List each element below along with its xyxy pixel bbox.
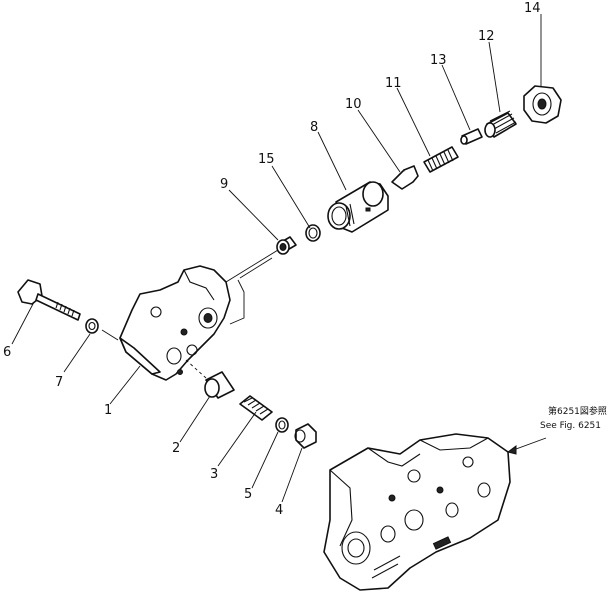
label-2: 2 bbox=[172, 441, 180, 456]
label-7: 7 bbox=[55, 375, 63, 390]
assembly-guide-lines bbox=[225, 249, 279, 325]
part-5-o-ring bbox=[275, 417, 289, 433]
part-2-spool bbox=[204, 371, 235, 399]
reference-text-japanese: 第6251図参照 bbox=[548, 405, 607, 417]
part-9-fitting bbox=[276, 236, 297, 255]
washer-guide-line bbox=[101, 329, 119, 341]
part-1-housing bbox=[119, 265, 231, 381]
label-5: 5 bbox=[244, 487, 252, 502]
label-1: 1 bbox=[104, 403, 112, 418]
part-6-bolt bbox=[17, 279, 81, 321]
part-labels: 1 2 3 4 5 6 7 8 9 10 11 12 13 14 15 bbox=[3, 1, 541, 518]
part-14-nut bbox=[523, 85, 562, 124]
center-line bbox=[185, 359, 207, 379]
label-4: 4 bbox=[275, 503, 283, 518]
reference-valve-block bbox=[323, 433, 511, 591]
part-7-washer bbox=[85, 318, 99, 334]
part-3-spring bbox=[239, 395, 273, 421]
label-11: 11 bbox=[385, 76, 402, 91]
part-10-poppet bbox=[391, 165, 419, 190]
label-14: 14 bbox=[524, 1, 541, 16]
reference-text-english: See Fig. 6251 bbox=[540, 421, 601, 431]
part-11-spring bbox=[423, 146, 459, 173]
part-8-valve-body bbox=[327, 181, 389, 233]
label-9: 9 bbox=[220, 177, 228, 192]
reference-arrow-icon bbox=[506, 445, 517, 455]
label-8: 8 bbox=[310, 120, 318, 135]
part-15-o-ring bbox=[305, 224, 321, 242]
leader-lines bbox=[11, 14, 542, 503]
label-3: 3 bbox=[210, 467, 218, 482]
part-13-pin bbox=[460, 128, 483, 145]
label-12: 12 bbox=[478, 29, 495, 44]
label-15: 15 bbox=[258, 152, 275, 167]
label-10: 10 bbox=[345, 97, 362, 112]
label-13: 13 bbox=[430, 53, 447, 68]
part-4-plug bbox=[294, 423, 317, 449]
label-6: 6 bbox=[3, 345, 11, 360]
part-12-plug bbox=[484, 110, 517, 138]
